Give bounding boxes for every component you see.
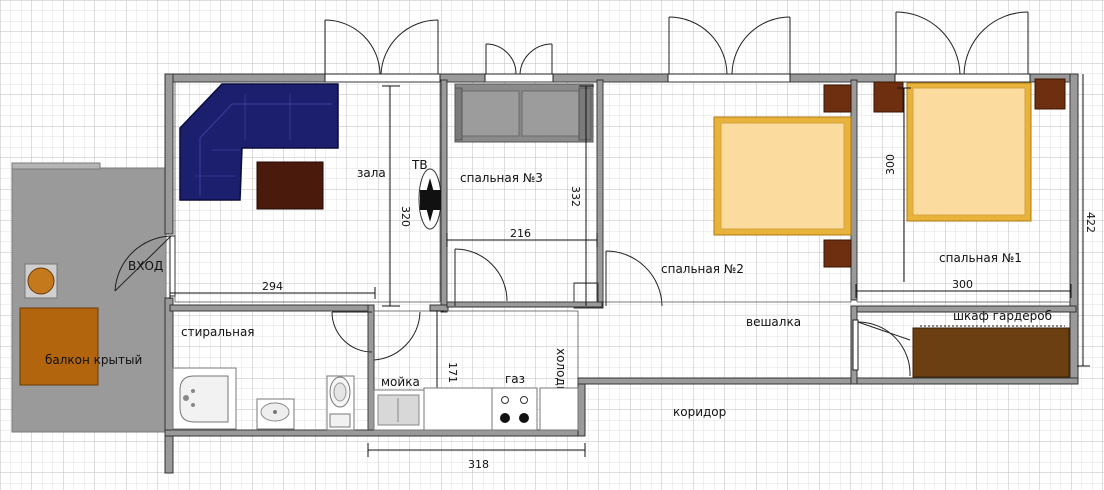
bedroom-1: 300 300 спальная №1 <box>855 78 1072 303</box>
toilet-icon <box>326 375 355 431</box>
doors <box>114 235 911 377</box>
dimension-300-horizontal: 300 <box>952 278 973 291</box>
dimension-318: 318 <box>468 458 489 471</box>
balcony <box>11 162 167 433</box>
room-label-zala: зала <box>357 166 386 180</box>
bathtub-icon <box>172 367 237 430</box>
bedroom-2: спальная №2 <box>602 81 852 303</box>
room-label-laundry: стиральная <box>181 325 255 339</box>
nightstand <box>823 84 852 113</box>
tv-label: ТВ <box>411 158 428 172</box>
nightstand <box>873 81 904 113</box>
dimension-294: 294 <box>262 280 283 293</box>
grey-sofa <box>454 83 594 143</box>
corridor: коридор вешалка шкаф гардероб <box>673 309 1070 419</box>
windows <box>324 73 1031 83</box>
living-room: ТВ зала 320 294 <box>169 81 442 307</box>
fridge-icon <box>539 387 579 431</box>
bed-bedroom-1 <box>906 82 1032 222</box>
tv-icon <box>418 168 442 230</box>
dimension-216: 216 <box>510 227 531 240</box>
dimension-422-line: 422 <box>1077 74 1097 367</box>
bed-bedroom-2 <box>713 116 852 236</box>
room-label-corridor: коридор <box>673 405 726 419</box>
room-label-bedroom-3: спальная №3 <box>460 171 543 185</box>
corner-sofa <box>179 83 339 201</box>
sink-icon <box>373 389 425 431</box>
gas-label: газ <box>505 372 525 386</box>
wardrobe-label: шкаф гардероб <box>953 309 1052 323</box>
nightstand <box>823 239 852 268</box>
washbasin-icon <box>256 398 295 430</box>
room-label-bedroom-2: спальная №2 <box>661 262 744 276</box>
room-label-entrance: ВХОД <box>128 259 163 273</box>
dimension-422: 422 <box>1084 212 1097 233</box>
wardrobe <box>912 327 1070 378</box>
coffee-table <box>256 161 324 210</box>
window-sashes <box>324 11 1029 75</box>
balcony-table <box>19 307 99 386</box>
kitchen: 171 мойка газ холодильник 318 <box>367 310 586 471</box>
bedroom-3: спальная №3 332 216 <box>446 81 598 306</box>
balcony-chair-seat <box>27 267 55 295</box>
dimension-171: 171 <box>446 362 459 383</box>
dimension-332: 332 <box>569 186 582 207</box>
nightstand <box>1034 78 1066 110</box>
dimension-320: 320 <box>399 206 412 227</box>
room-label-bedroom-1: спальная №1 <box>939 251 1022 265</box>
sink-label: мойка <box>381 375 420 389</box>
room-label-balcony: балкон крытый <box>45 353 142 367</box>
kitchen-counter <box>423 387 493 431</box>
dimension-300-vertical: 300 <box>884 154 897 175</box>
laundry-room: стиральная <box>172 310 369 431</box>
gas-stove-icon <box>491 387 538 431</box>
hanger-label: вешалка <box>746 315 801 329</box>
